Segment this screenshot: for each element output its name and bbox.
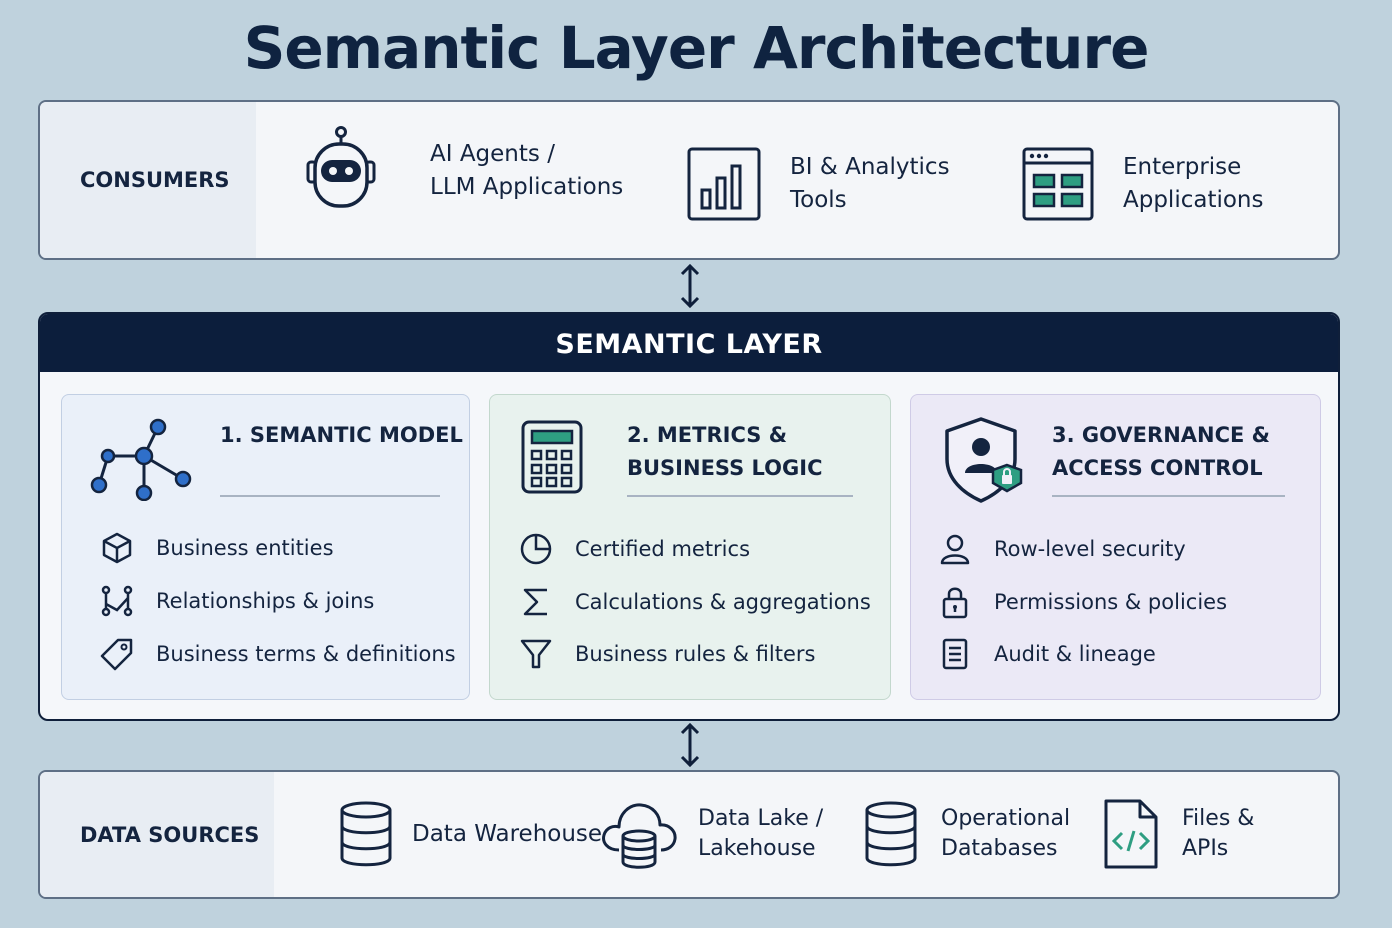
- sigma-icon: [523, 588, 547, 616]
- page-title: Semantic Layer Architecture: [243, 14, 1150, 82]
- feature-label: Audit & lineage: [994, 642, 1156, 666]
- relationship-icon: [101, 585, 133, 617]
- source-files-apis-line2: APIs: [1182, 836, 1229, 861]
- calculator-icon: [521, 420, 583, 494]
- source-data-lake-line2: Lakehouse: [698, 836, 816, 861]
- pie-chart-icon: [520, 533, 552, 565]
- consumer-ai-agents-line1: AI Agents /: [430, 141, 555, 167]
- consumers-band: CONSUMERS AI Agents / LLM Applications B…: [38, 100, 1340, 260]
- consumer-enterprise-apps-line1: Enterprise: [1123, 154, 1242, 180]
- source-data-warehouse-line1: Data Warehouse: [412, 820, 603, 847]
- database-icon: [865, 801, 917, 867]
- lock-icon: [942, 587, 968, 619]
- metrics-logic-title-line1: 2. METRICS &: [627, 423, 788, 447]
- feature-row-level-security: Row-level security: [938, 532, 1186, 566]
- source-operational-db-line2: Databases: [941, 836, 1058, 861]
- tag-icon: [100, 638, 133, 671]
- consumer-bi-tools: BI & Analytics Tools: [686, 146, 950, 222]
- cloud-database-icon: [602, 803, 677, 869]
- governance-title-line1: 3. GOVERNANCE &: [1052, 423, 1270, 447]
- semantic-model-divider: [220, 495, 440, 497]
- semantic-model-title: 1. SEMANTIC MODEL: [220, 423, 463, 447]
- source-data-lake: Data Lake / Lakehouse: [599, 798, 823, 870]
- semantic-model-card: 1. SEMANTIC MODEL Business entities Rela…: [61, 394, 470, 700]
- source-data-lake-line1: Data Lake /: [698, 806, 824, 831]
- feature-business-entities: Business entities: [100, 531, 334, 565]
- feature-label: Row-level security: [994, 537, 1186, 561]
- data-sources-label: DATA SOURCES: [40, 772, 274, 897]
- bar-chart-icon: [687, 147, 761, 221]
- feature-audit-lineage: Audit & lineage: [938, 637, 1156, 671]
- source-operational-db-line1: Operational: [941, 806, 1071, 831]
- metrics-logic-card: 2. METRICS & BUSINESS LOGIC Certified me…: [489, 394, 891, 700]
- metrics-logic-title-line2: BUSINESS LOGIC: [627, 456, 823, 480]
- governance-card: 3. GOVERNANCE & ACCESS CONTROL Row-level…: [910, 394, 1321, 700]
- source-operational-db: Operational Databases: [863, 800, 1070, 868]
- consumer-ai-agents: AI Agents / LLM Applications: [296, 126, 623, 216]
- feature-business-terms: Business terms & definitions: [100, 637, 456, 671]
- feature-relationships: Relationships & joins: [100, 584, 374, 618]
- cube-icon: [102, 532, 132, 564]
- robot-icon: [306, 126, 376, 208]
- data-sources-band: DATA SOURCES Data Warehouse Data Lake /: [38, 770, 1340, 899]
- consumer-enterprise-apps-line2: Applications: [1123, 187, 1264, 213]
- database-icon: [340, 801, 392, 867]
- consumer-bi-tools-line2: Tools: [790, 187, 847, 213]
- source-files-apis-line1: Files &: [1182, 806, 1255, 831]
- metrics-logic-divider: [627, 495, 853, 497]
- feature-label: Calculations & aggregations: [575, 590, 871, 614]
- feature-label: Permissions & policies: [994, 590, 1228, 614]
- consumers-label: CONSUMERS: [40, 102, 256, 258]
- semantic-layer-panel: SEMANTIC LAYER 1. SEMANTIC MODEL: [38, 312, 1340, 721]
- governance-title-line2: ACCESS CONTROL: [1052, 456, 1263, 480]
- feature-label: Relationships & joins: [156, 589, 375, 613]
- semantic-layer-header: SEMANTIC LAYER: [40, 314, 1338, 372]
- feature-calculations: Calculations & aggregations: [519, 585, 871, 619]
- consumer-bi-tools-line1: BI & Analytics: [790, 154, 950, 180]
- document-icon: [942, 638, 968, 670]
- source-data-warehouse: Data Warehouse: [338, 800, 602, 868]
- feature-label: Business rules & filters: [575, 642, 816, 666]
- bidirectional-arrow-icon: [680, 263, 700, 309]
- feature-permissions: Permissions & policies: [938, 585, 1227, 619]
- user-icon: [940, 534, 970, 565]
- governance-divider: [1052, 495, 1285, 497]
- feature-certified-metrics: Certified metrics: [519, 532, 750, 566]
- feature-label: Business entities: [156, 536, 334, 560]
- feature-label: Business terms & definitions: [156, 642, 456, 666]
- network-graph-icon: [90, 418, 192, 501]
- filter-icon: [520, 639, 552, 669]
- consumer-ai-agents-line2: LLM Applications: [430, 174, 624, 200]
- code-file-icon: [1104, 799, 1158, 869]
- consumer-enterprise-apps: Enterprise Applications: [1021, 146, 1264, 222]
- source-files-apis: Files & APIs: [1102, 797, 1254, 871]
- shield-user-icon: [945, 417, 1023, 503]
- feature-business-rules: Business rules & filters: [519, 637, 815, 671]
- bidirectional-arrow-icon: [680, 722, 700, 768]
- feature-label: Certified metrics: [575, 537, 751, 561]
- app-window-icon: [1022, 147, 1094, 221]
